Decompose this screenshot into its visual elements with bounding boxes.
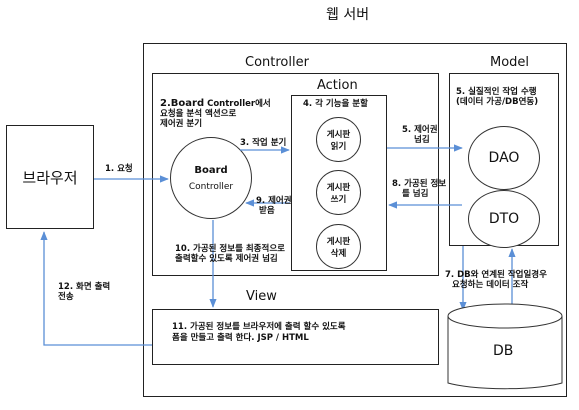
board-controller-line2: Controller xyxy=(188,181,234,192)
view-desc-line2: 폼을 만들고 출력 한다. JSP / HTML xyxy=(172,333,309,344)
step-8-label: 8. 가공된 정보 를 넘김 xyxy=(392,179,447,200)
step-5-line1: 5. 제어권 xyxy=(402,125,438,135)
view-desc-line1: 11. 가공된 정보를 브라우저에 출력 할수 있도록 xyxy=(172,322,346,332)
model-title: Model xyxy=(490,55,530,70)
action-header: 4. 각 기능을 분할 xyxy=(303,99,368,109)
view-title: View xyxy=(246,289,277,304)
controller-desc-line2: 요청을 분석 액션으로 xyxy=(160,108,237,119)
view-box xyxy=(152,309,439,365)
step-12-line1: 12. 화면 출력 xyxy=(58,282,111,292)
action-write-line2: 쓰기 xyxy=(330,194,347,205)
model-desc-line1: 5. 실질적인 작업 수행 xyxy=(456,87,537,97)
controller-desc-num: 2. xyxy=(160,98,171,109)
step-5-line2: 넘김 xyxy=(414,134,430,145)
controller-desc-line1: Controller에서 xyxy=(207,99,271,109)
action-read-line1: 게시판 xyxy=(326,129,351,140)
action-delete-line2: 삭제 xyxy=(330,248,347,259)
controller-desc-board: Board xyxy=(170,98,205,109)
step-7-line2: 요청하는 데이터 조작 xyxy=(452,279,529,290)
controller-desc-line3: 제어권 분기 xyxy=(160,118,203,129)
step-7-line1: 7. DB와 연계된 작업일경우 xyxy=(445,270,547,280)
model-desc: 5. 실질적인 작업 수행 (데이터 가공/DB연동) xyxy=(456,87,539,108)
dto-label: DTO xyxy=(488,211,520,227)
dao-circle: DAO xyxy=(468,126,540,190)
action-read-line2: 읽기 xyxy=(330,141,347,152)
browser-label: 브라우저 xyxy=(22,168,78,187)
dao-label: DAO xyxy=(488,150,520,166)
db-label: DB xyxy=(493,343,514,359)
action-write-line1: 게시판 xyxy=(326,182,351,193)
step-3-label: 3. 작업 분기 xyxy=(240,138,287,148)
model-desc-line2: (데이터 가공/DB연동) xyxy=(456,96,539,107)
action-delete-line1: 게시판 xyxy=(326,236,351,247)
step-5-label: 5. 제어권 넘김 xyxy=(402,125,438,146)
controller-title: Controller xyxy=(245,55,309,70)
action-title: Action xyxy=(317,78,358,93)
step-8-line2: 를 넘김 xyxy=(402,188,429,199)
db-cylinder xyxy=(447,303,563,390)
controller-desc: 2.Board Controller에서 요청을 분석 액션으로 제어권 분기 xyxy=(160,98,271,129)
browser-box: 브라우저 xyxy=(6,125,94,229)
dto-circle: DTO xyxy=(468,190,540,248)
web-server-title: 웹 서버 xyxy=(326,7,370,23)
step-8-line1: 8. 가공된 정보 xyxy=(392,179,447,189)
step-12-line2: 전송 xyxy=(58,291,74,302)
step-12-label: 12. 화면 출력 전송 xyxy=(58,282,111,303)
step-10-line1: 10. 가공된 정보를 최종적으로 xyxy=(175,244,285,254)
step-9-line2: 받음 xyxy=(259,205,275,216)
view-desc: 11. 가공된 정보를 브라우저에 출력 할수 있도록 폼을 만들고 출력 한다… xyxy=(172,322,346,345)
step-1-label: 1. 요청 xyxy=(105,164,133,174)
arrow-to-browser xyxy=(40,231,152,346)
step-9-line1: 9. 제어권 xyxy=(256,196,292,206)
board-controller-line1: Board xyxy=(194,164,228,176)
step-10-line2: 출력할수 있도록 제어권 넘김 xyxy=(175,253,278,264)
step-10-label: 10. 가공된 정보를 최종적으로 출력할수 있도록 제어권 넘김 xyxy=(175,244,285,265)
step-9-label: 9. 제어권 받음 xyxy=(256,196,292,217)
board-controller-circle: Board Controller xyxy=(170,137,252,219)
step-7-label: 7. DB와 연계된 작업일경우 요청하는 데이터 조작 xyxy=(445,270,547,291)
